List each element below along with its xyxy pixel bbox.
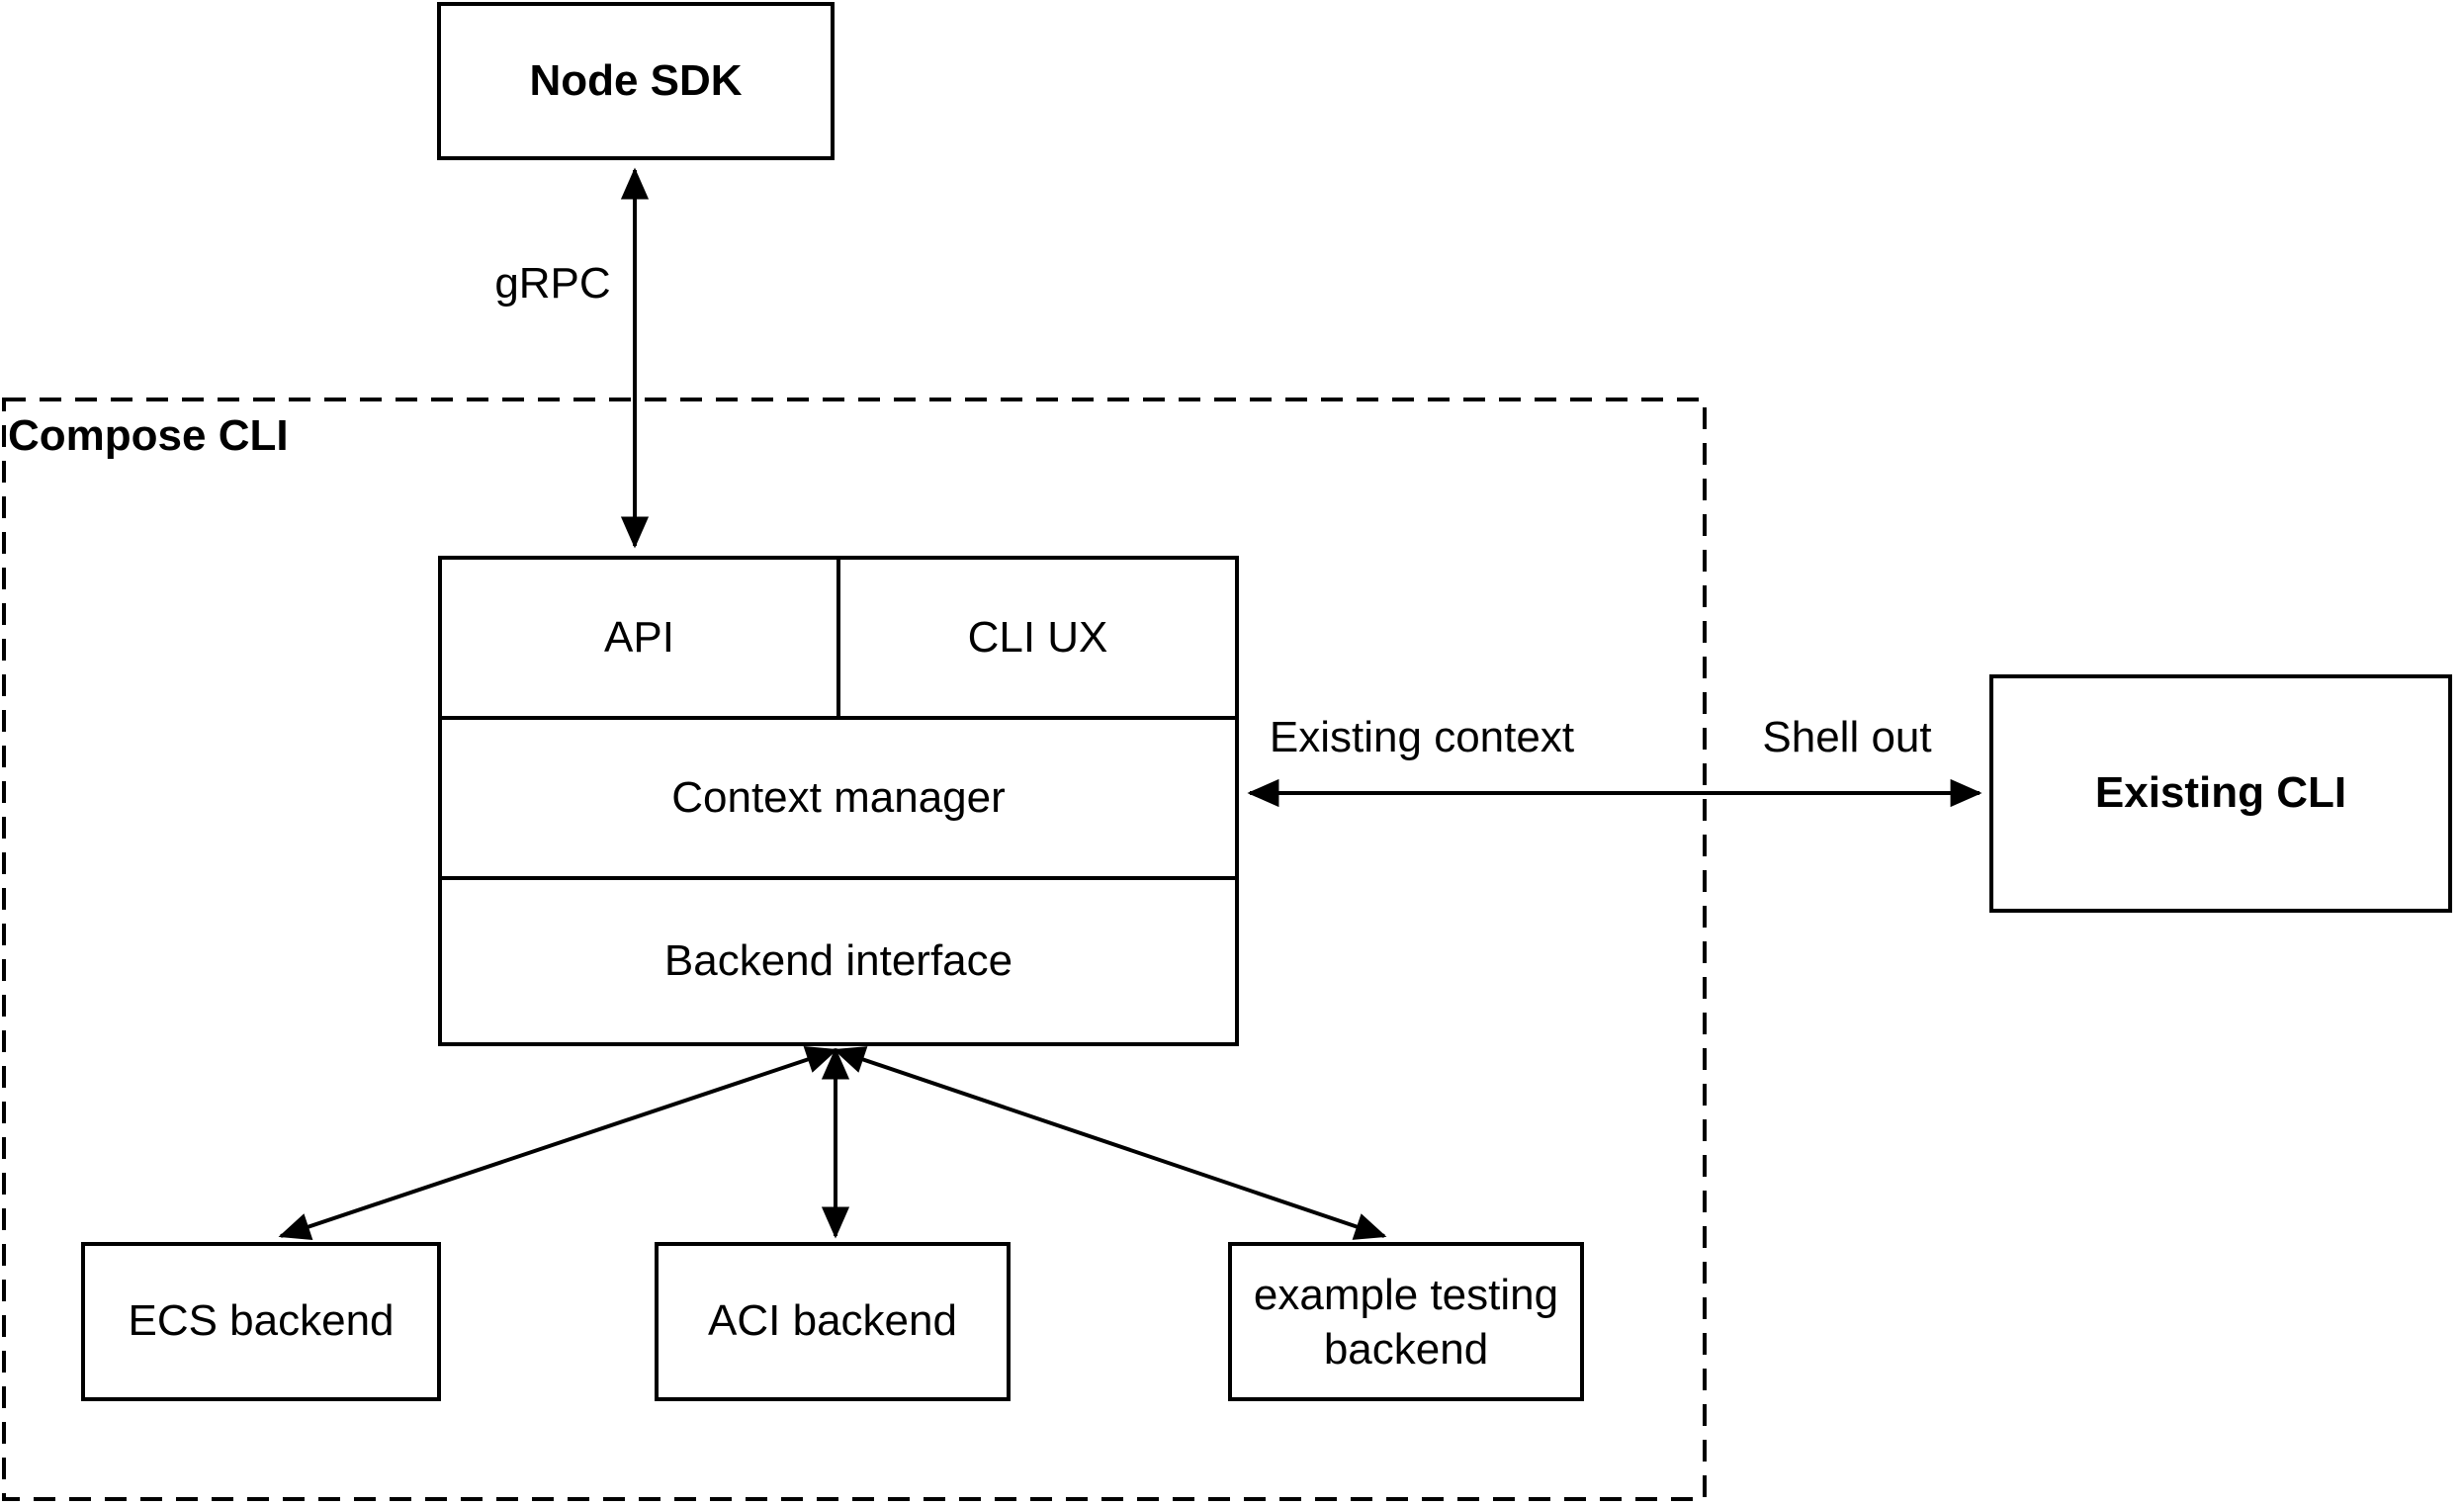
cli-ux-label: CLI UX — [967, 613, 1108, 662]
cli-ux-cell: CLI UX — [840, 560, 1235, 716]
example-testing-backend-label: example testing backend — [1253, 1270, 1559, 1374]
node-sdk-box: Node SDK — [437, 2, 835, 160]
api-label: API — [604, 613, 674, 662]
grpc-edge-label: gRPC — [494, 258, 611, 308]
existing-cli-label: Existing CLI — [2094, 768, 2347, 818]
backend-interface-label: Backend interface — [663, 936, 1013, 985]
compose-cli-container-label: Compose CLI — [8, 411, 289, 460]
aci-backend-box: ACI backend — [655, 1242, 1011, 1401]
api-cell: API — [442, 560, 840, 716]
top-row: API CLI UX — [442, 560, 1235, 720]
ecs-backend-connector — [278, 1046, 838, 1240]
backend-interface-cell: Backend interface — [442, 880, 1235, 1042]
context-manager-row: Context manager — [442, 720, 1235, 880]
ecs-backend-label: ECS backend — [128, 1296, 395, 1346]
backend-interface-row: Backend interface — [442, 880, 1235, 1042]
ecs-backend-box: ECS backend — [81, 1242, 441, 1401]
example-testing-backend-box: example testing backend — [1228, 1242, 1584, 1401]
existing-cli-box: Existing CLI — [1989, 674, 2452, 913]
context-manager-label: Context manager — [671, 773, 1006, 822]
context-manager-cell: Context manager — [442, 720, 1235, 876]
compose-cli-core-box: API CLI UX Context manager Backend inter… — [438, 556, 1239, 1046]
node-sdk-label: Node SDK — [529, 55, 743, 105]
aci-backend-label: ACI backend — [708, 1296, 957, 1346]
example-testing-backend-connector — [833, 1046, 1387, 1240]
existing-context-edge-label: Existing context — [1269, 712, 1575, 761]
shell-out-edge-label: Shell out — [1762, 712, 1932, 761]
